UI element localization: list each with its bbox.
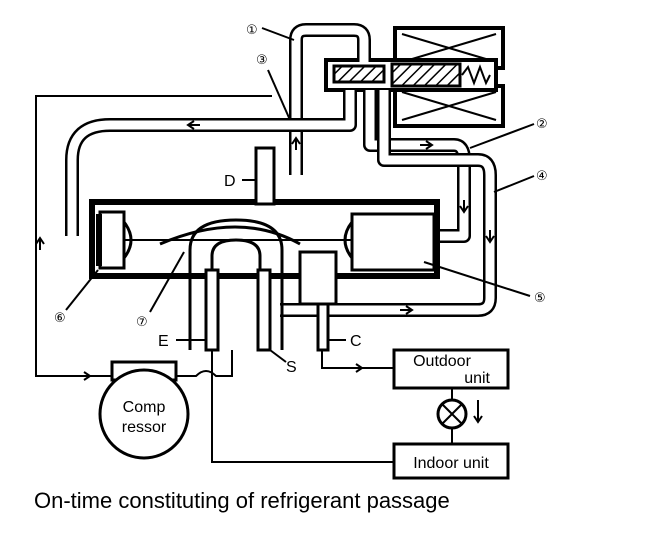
port-tubes <box>204 250 338 352</box>
compressor-label-line2: ressor <box>122 419 167 436</box>
capillary-tube-3 <box>65 90 357 236</box>
port-label-s: S <box>286 359 297 376</box>
outdoor-unit-label-line2: unit <box>464 370 490 387</box>
callout-5: ⑤ <box>534 291 546 306</box>
compressor-label-line1: Comp <box>123 399 166 416</box>
system-piping <box>35 95 483 463</box>
callout-7: ⑦ <box>136 315 148 330</box>
main-valve-body <box>89 199 440 279</box>
flow-arrows <box>186 120 495 315</box>
expansion-valve-symbol <box>436 398 468 430</box>
callout-6: ⑥ <box>54 311 66 326</box>
outdoor-unit-label-line1: Outdoor <box>413 353 471 370</box>
callout-1: ① <box>246 23 258 38</box>
compressor: Comp ressor <box>98 360 190 460</box>
indoor-unit-label: Indoor unit <box>413 455 489 472</box>
capillary-tube-1 <box>289 23 371 175</box>
pilot-valve <box>324 58 498 92</box>
callout-2: ② <box>536 117 548 132</box>
diagram-caption: On-time constituting of refrigerant pass… <box>34 488 450 513</box>
capillary-tube-4 <box>280 90 497 317</box>
port-label-c: C <box>350 333 362 350</box>
discharge-tube <box>254 146 276 206</box>
u-bend <box>188 218 284 350</box>
callout-3: ③ <box>256 53 268 68</box>
callout-4: ④ <box>536 169 548 184</box>
port-label-d: D <box>224 173 236 190</box>
port-label-e: E <box>158 333 169 350</box>
outdoor-unit: Outdoor unit <box>392 348 510 390</box>
indoor-unit: Indoor unit <box>392 442 510 480</box>
